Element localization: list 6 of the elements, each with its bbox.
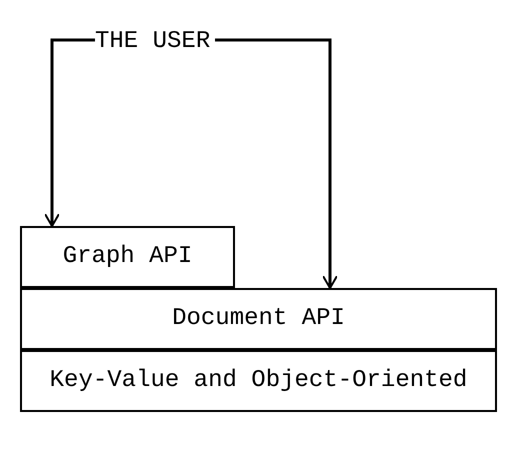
actor-label: THE USER <box>95 24 215 56</box>
api-layer-box: Graph API <box>20 226 235 288</box>
arrow <box>44 38 95 227</box>
api-layer-box: Key-Value and Object-Oriented <box>20 350 497 412</box>
api-layer-box: Document API <box>20 288 497 350</box>
arrow <box>215 38 338 289</box>
